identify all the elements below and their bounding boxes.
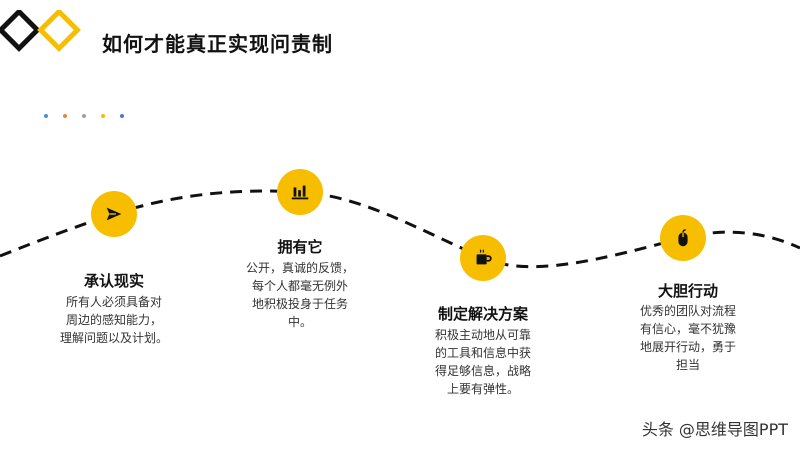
step-2-title: 拥有它: [277, 238, 323, 256]
step-1-title: 承认现实: [83, 272, 144, 290]
step-3-node: [460, 235, 506, 281]
step-1-description: 所有人必须具备对 周边的感知能力， 理解问题以及计划。: [59, 295, 168, 345]
logo-diamonds-icon: [0, 10, 81, 52]
step-2-description: 公开，真诚的反馈， 每个人都毫无例外 地积极投身于任务 中。: [245, 261, 354, 329]
dot-orange: [63, 114, 68, 118]
page-title: 如何才能真正实现问责制: [102, 32, 333, 56]
mouse-icon: [678, 229, 688, 247]
dot-blue: [44, 114, 48, 118]
dot-yellow: [101, 114, 106, 118]
watermark: 头条 @思维导图PPT: [641, 420, 788, 439]
color-dots-decoration: [44, 114, 134, 120]
step-2-node: [277, 169, 323, 215]
step-4-description: 优秀的团队对流程 有信心，毫不犹豫 地展开行动，勇于 担当: [639, 304, 736, 372]
paper-plane-icon: [106, 207, 122, 221]
step-3-description: 积极主动地从可靠 的工具和信息中获 得足够信息，战略 上要有弹性。: [434, 328, 531, 396]
step-4-node: [660, 215, 706, 261]
step-4-title: 大胆行动: [657, 282, 718, 300]
dot-gray: [82, 114, 87, 118]
bar-chart-icon: [291, 185, 309, 200]
dot-blue-dark: [120, 114, 125, 118]
step-3-title: 制定解决方案: [437, 305, 528, 323]
coffee-cup-icon: [476, 249, 492, 265]
step-1-node: [91, 191, 137, 237]
